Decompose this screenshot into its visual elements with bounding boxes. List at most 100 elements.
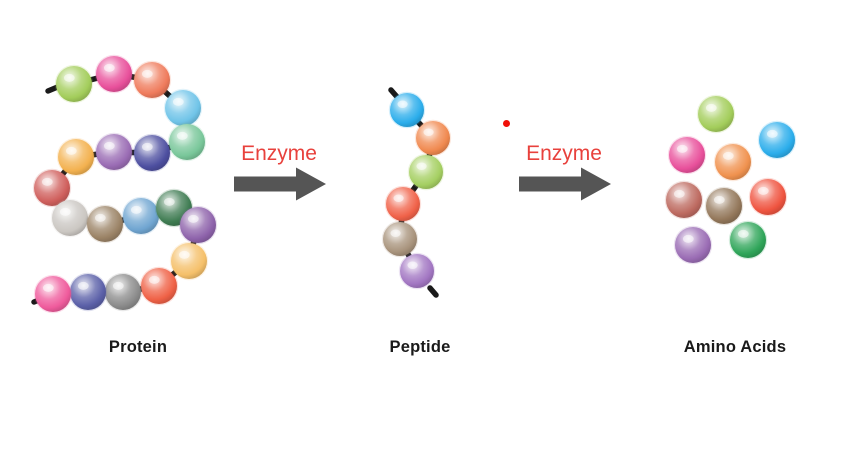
residue-10-gray-highlight <box>59 207 71 216</box>
residue-4-red-highlight <box>393 194 404 202</box>
residue-3-green-body <box>409 155 443 189</box>
residue-5-brown-highlight <box>390 229 401 237</box>
residue-2-magenta <box>94 54 134 94</box>
residue-5-green-halo <box>167 122 207 162</box>
peptide-bond-7 <box>73 149 117 160</box>
residue-1-green-body <box>56 66 92 102</box>
residue-15-gold-highlight <box>178 250 190 259</box>
residue-6-indigo-body <box>134 135 170 171</box>
residue-3-orange <box>132 60 172 100</box>
residue-6-indigo-halo <box>132 133 172 173</box>
peptide-bond-13 <box>171 205 201 228</box>
peptide-bond-2 <box>423 135 436 175</box>
residue-6-indigo <box>132 133 172 173</box>
residue-11-brown-highlight <box>94 213 106 222</box>
enzyme-arrow-1 <box>234 167 326 201</box>
residue-15-gold-halo <box>169 241 209 281</box>
residue-13-darkgreen-highlight <box>163 197 175 206</box>
amino-acid-cyan-halo <box>757 120 797 160</box>
residue-12-blue <box>121 196 161 236</box>
peptide-bond-4 <box>397 201 406 242</box>
amino-acid-darkred <box>664 180 704 220</box>
protein-tail-end <box>31 295 47 305</box>
residue-4-red-halo <box>384 185 422 223</box>
amino-acid-green <box>696 94 736 134</box>
peptide-bond-15 <box>156 258 192 289</box>
amino-acid-brown-highlight <box>713 195 725 204</box>
amino-acid-green-halo <box>696 94 736 134</box>
peptide-chain-group <box>381 87 452 298</box>
residue-13-darkgreen-halo <box>154 188 194 228</box>
residue-4-red-body <box>386 187 420 221</box>
amino-acid-red-highlight <box>757 186 769 195</box>
residue-8-orange <box>56 137 96 177</box>
residue-5-green-body <box>169 124 205 160</box>
residue-16-redorange <box>139 266 179 306</box>
residue-17-gray-halo <box>103 272 143 312</box>
residue-3-green-highlight <box>416 162 427 170</box>
residue-15-gold <box>169 241 209 281</box>
residue-2-orange <box>414 119 452 157</box>
residue-1-green-highlight <box>63 73 75 82</box>
residue-4-red <box>384 185 422 223</box>
residue-18-slateblue <box>68 272 108 312</box>
residue-9-red <box>32 168 72 208</box>
residue-17-gray <box>103 272 143 312</box>
amino-acid-darkred-body <box>666 182 702 218</box>
amino-acid-orange-body <box>715 144 751 180</box>
residue-1-cyan-body <box>390 93 424 127</box>
amino-acid-orange <box>713 142 753 182</box>
protein-chain-group <box>31 54 218 314</box>
amino-acid-magenta-halo <box>667 135 707 175</box>
peptide-bond-5 <box>397 236 420 274</box>
residue-8-orange-halo <box>56 137 96 177</box>
residue-5-brown-halo <box>381 220 419 258</box>
amino-acid-red-halo <box>748 177 788 217</box>
residue-14-purple-halo <box>178 205 218 245</box>
residue-5-brown-body <box>383 222 417 256</box>
peptide-tail-start <box>388 87 401 101</box>
peptide-bond-11 <box>102 213 144 227</box>
residue-2-magenta-body <box>96 56 132 92</box>
amino-acid-magenta-highlight <box>676 144 688 153</box>
amino-acid-purple <box>673 225 713 265</box>
amino-acid-brown <box>704 186 744 226</box>
amino-acid-green2 <box>728 220 768 260</box>
residue-3-green <box>407 153 445 191</box>
peptide-bond-18 <box>50 289 91 297</box>
enzyme-label-2: Enzyme <box>526 142 602 165</box>
enzyme-label-1: Enzyme <box>241 142 317 165</box>
residue-9-red-body <box>34 170 70 206</box>
residue-2-orange-highlight <box>423 128 434 136</box>
peptide-tail-end <box>427 285 439 298</box>
residue-7-purple-body <box>96 134 132 170</box>
residue-1-cyan-highlight <box>397 100 408 108</box>
amino-acid-darkred-halo <box>664 180 704 220</box>
residue-1-cyan <box>388 91 426 129</box>
amino-acid-green2-halo <box>728 220 768 260</box>
residue-18-slateblue-body <box>70 274 106 310</box>
residue-2-magenta-highlight <box>103 63 115 72</box>
amino-acid-orange-highlight <box>722 151 734 160</box>
amino-acid-magenta-body <box>669 137 705 173</box>
amino-acid-green-highlight <box>705 103 717 112</box>
residue-3-green-halo <box>407 153 445 191</box>
amino-acid-orange-halo <box>713 142 753 182</box>
residue-14-purple <box>178 205 218 245</box>
peptide-bond-14 <box>186 222 201 264</box>
residue-5-green-highlight <box>176 131 188 140</box>
peptide-bond-1 <box>404 107 436 141</box>
residue-13-darkgreen-body <box>156 190 192 226</box>
residue-4-lightblue-body <box>165 90 201 126</box>
peptide-bond-9 <box>49 185 73 221</box>
residue-9-red-highlight <box>41 177 53 186</box>
amino-acids-label: Amino Acids <box>683 338 787 356</box>
peptide-bond-8 <box>49 154 79 191</box>
residue-16-redorange-body <box>141 268 177 304</box>
residue-3-orange-body <box>134 62 170 98</box>
residue-18-slateblue-highlight <box>77 281 89 290</box>
residue-2-orange-body <box>416 121 450 155</box>
residue-4-lightblue <box>163 88 203 128</box>
protein-label: Protein <box>108 338 168 356</box>
